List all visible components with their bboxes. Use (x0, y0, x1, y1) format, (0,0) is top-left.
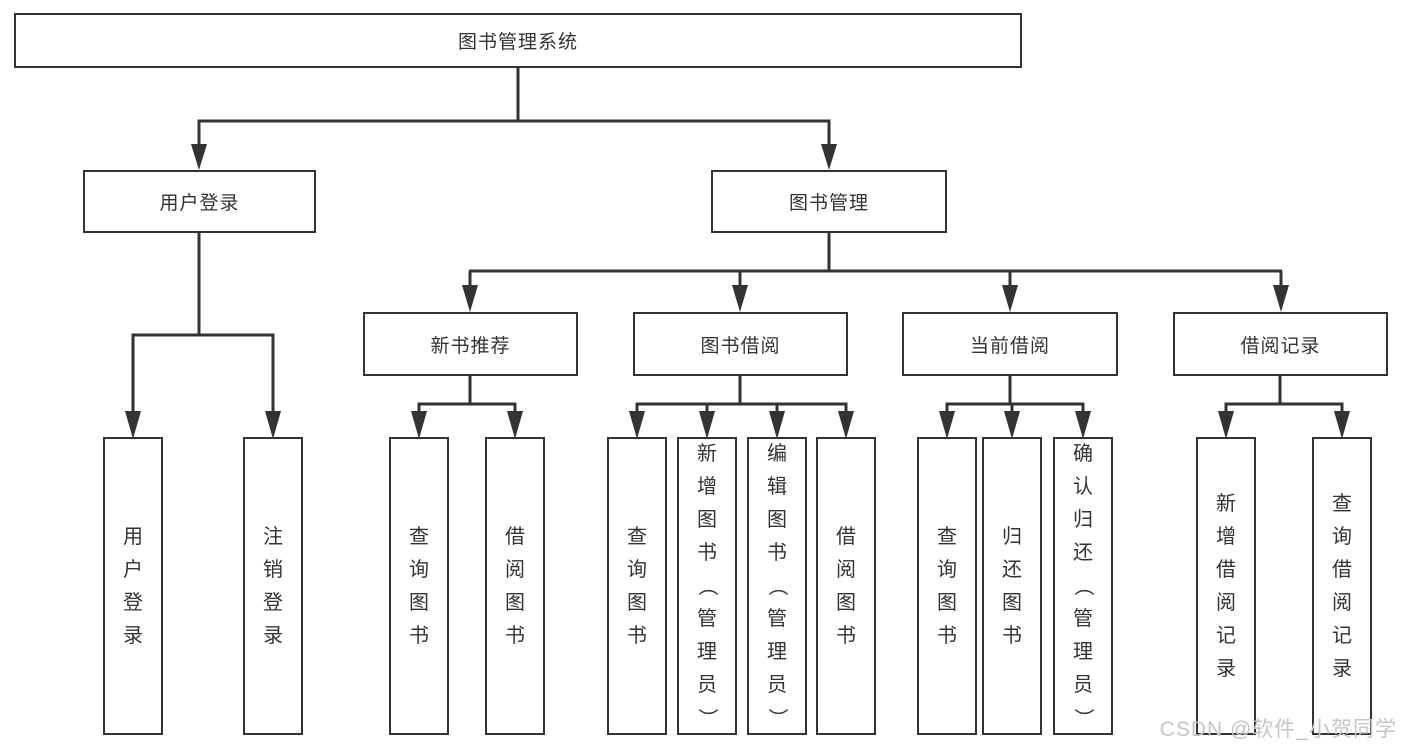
arrow-down-icon (838, 411, 854, 439)
node-leaf-rec-query-book: 查询图书 (389, 437, 449, 735)
node-leaf-bb-edit-book-admin: 编辑图书（管理员） (747, 437, 807, 735)
node-book-mgmt: 图书管理 (711, 170, 947, 233)
node-label: 图书借阅 (700, 335, 781, 357)
node-label: 确认归还（管理员） (1072, 443, 1094, 728)
node-leaf-bb-add-book-admin: 新增图书（管理员） (677, 437, 737, 735)
node-label: 编辑图书（管理员） (766, 443, 788, 728)
node-current-borrow: 当前借阅 (902, 312, 1118, 376)
connector-book-mgmt-to-level3 (462, 233, 1289, 312)
connector-root-to-level2 (191, 68, 837, 170)
node-label: 注销登录 (263, 525, 283, 647)
node-leaf-rec-borrow-book: 借阅图书 (485, 437, 545, 735)
arrow-down-icon (1218, 411, 1234, 439)
arrow-down-icon (769, 411, 785, 439)
node-leaf-br-query-record: 查询借阅记录 (1312, 437, 1372, 735)
node-label: 查询图书 (937, 525, 957, 647)
arrow-down-icon (1075, 411, 1091, 439)
arrow-down-icon (507, 411, 523, 439)
connector-new-book-rec-to-leaves (411, 376, 523, 439)
node-label: 借阅图书 (836, 525, 856, 647)
node-book-management-system: 图书管理系统 (14, 13, 1022, 68)
node-label: 查询借阅记录 (1332, 492, 1352, 680)
node-new-book-rec: 新书推荐 (363, 312, 578, 376)
node-leaf-cb-return-book: 归还图书 (982, 437, 1042, 735)
node-leaf-cb-confirm-return-admin: 确认归还（管理员） (1053, 437, 1113, 735)
node-label: 用户登录 (159, 193, 240, 214)
arrow-down-icon (265, 411, 281, 439)
connector-book-borrow-to-leaves (629, 376, 854, 439)
arrow-down-icon (125, 411, 141, 439)
node-borrow-record: 借阅记录 (1173, 312, 1388, 376)
arrow-down-icon (629, 411, 645, 439)
node-label: 图书管理系统 (457, 32, 578, 53)
arrow-down-icon (732, 285, 748, 312)
csdn-watermark: CSDN @软件_小贺同学 (1159, 718, 1397, 741)
node-label: 借阅记录 (1240, 335, 1321, 357)
arrow-down-icon (821, 144, 837, 170)
node-leaf-bb-query-book: 查询图书 (607, 437, 667, 735)
arrow-down-icon (1002, 285, 1018, 312)
node-label: 图书管理 (788, 193, 869, 214)
node-label: 新书推荐 (430, 335, 511, 357)
node-user-login: 用户登录 (83, 170, 316, 233)
arrow-down-icon (1334, 411, 1350, 439)
arrow-down-icon (1004, 411, 1020, 439)
node-label: 新增图书（管理员） (696, 443, 718, 728)
node-leaf-logout: 注销登录 (243, 437, 303, 735)
node-label: 查询图书 (409, 525, 429, 647)
node-label: 新增借阅记录 (1216, 492, 1236, 680)
connector-user-login-to-leaves (125, 233, 281, 439)
node-leaf-cb-query-book: 查询图书 (917, 437, 977, 735)
node-book-borrow: 图书借阅 (633, 312, 848, 376)
node-label: 当前借阅 (969, 335, 1050, 357)
node-leaf-br-add-record: 新增借阅记录 (1196, 437, 1256, 735)
arrow-down-icon (411, 411, 427, 439)
arrow-down-icon (462, 285, 478, 312)
node-label: 查询图书 (627, 525, 647, 647)
node-label: 借阅图书 (505, 525, 525, 647)
arrow-down-icon (1273, 285, 1289, 312)
connector-borrow-record-to-leaves (1218, 376, 1350, 439)
node-label: 归还图书 (1002, 525, 1022, 647)
node-leaf-user-login: 用户登录 (103, 437, 163, 735)
arrow-down-icon (191, 144, 207, 170)
node-leaf-bb-borrow-book: 借阅图书 (816, 437, 876, 735)
node-label: 用户登录 (123, 525, 143, 647)
arrow-down-icon (699, 411, 715, 439)
arrow-down-icon (939, 411, 955, 439)
connector-current-borrow-to-leaves (939, 376, 1091, 439)
